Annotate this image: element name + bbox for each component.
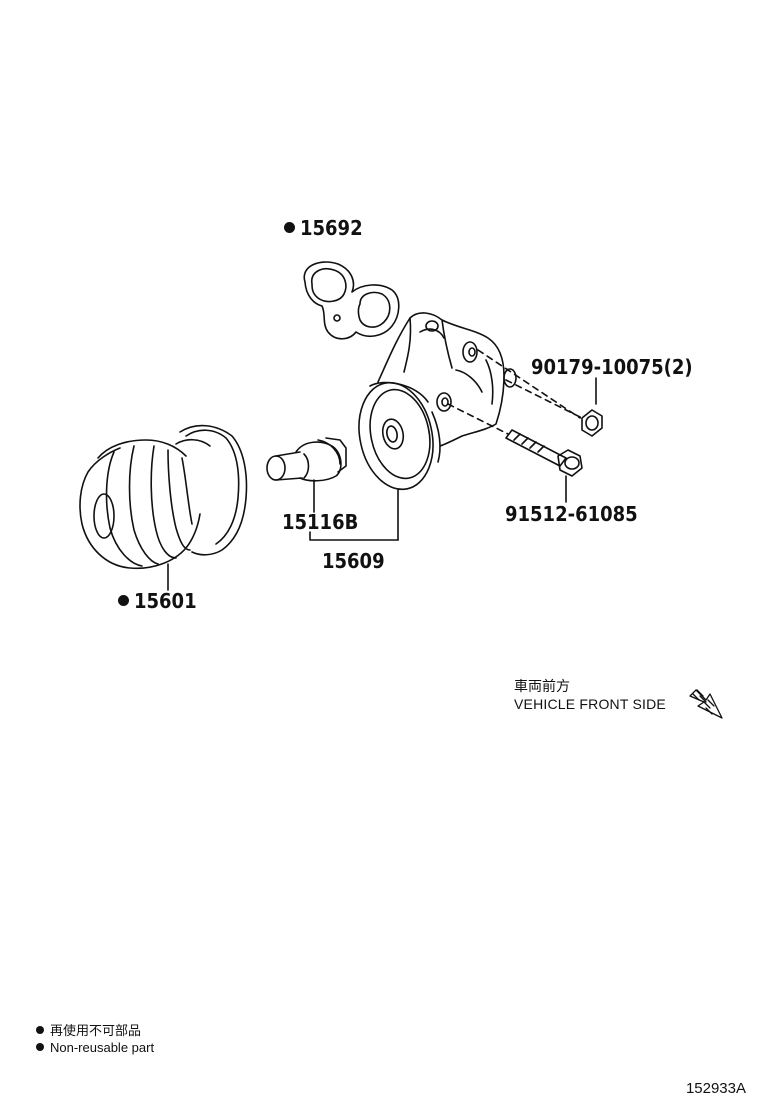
part-number: 91512-61085 [505,502,638,526]
part-label-oil-filter[interactable]: 15601 [118,589,197,613]
part-label-oil-filter-bracket[interactable]: 15609 [322,549,385,573]
oil-filter-drawing [79,424,248,570]
legend-en: Non-reusable part [36,1040,154,1055]
bolt-drawing [447,403,583,477]
part-number: 15601 [134,589,197,613]
vehicle-front-label-jp: 車両前方 [514,678,570,694]
legend-text-jp: 再使用不可部品 [50,1023,142,1038]
part-label-pipe[interactable]: 15116B [282,510,358,534]
legend-marker [36,1043,44,1051]
part-number: 90179-10075(2) [531,355,693,379]
legend-text-en: Non-reusable part [50,1040,155,1055]
figure-reference: 152933A [685,1080,746,1097]
part-label-bolt[interactable]: 91512-61085 [505,502,638,526]
arrow-down-right-icon [689,689,723,719]
pipe-drawing [266,437,347,482]
non-reusable-marker [118,595,129,606]
vehicle-front-label-en: VEHICLE FRONT SIDE [514,696,666,712]
legend-marker [36,1026,44,1034]
legend-jp: 再使用不可部品 [36,1020,141,1039]
nut-drawing [477,349,603,437]
non-reusable-marker [284,222,295,233]
part-number: 15116B [282,510,359,534]
gasket-drawing [303,261,400,340]
leader-lines [167,377,597,591]
part-label-gasket[interactable]: 15692 [284,216,363,240]
part-label-stud-nut[interactable]: 90179-10075(2) [531,355,693,379]
part-number: 15609 [322,549,385,573]
part-number: 15692 [300,216,363,240]
oil-filter-bracket-drawing [358,312,517,491]
